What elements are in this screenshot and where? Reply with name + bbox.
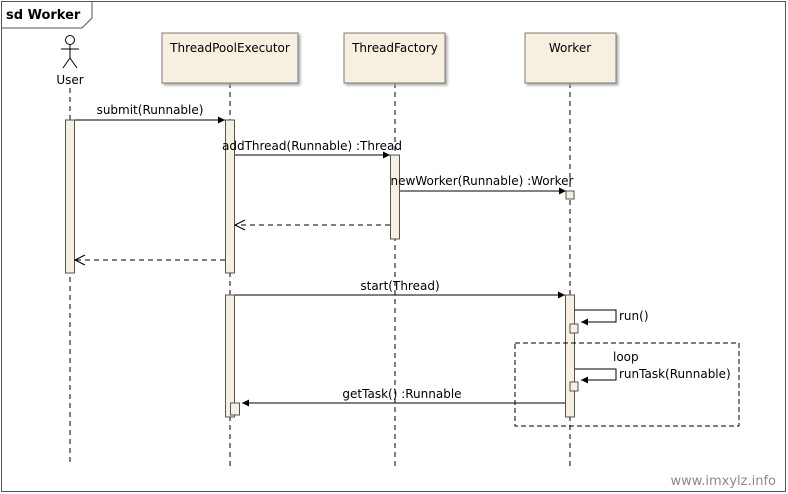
return-thread-arrowhead [233,219,246,231]
worker-box [524,32,617,84]
executor-activation-1 [225,119,235,274]
get-task-label: getTask() :Runnable [342,387,461,401]
loop-label: loop [613,350,639,364]
executor-label: ThreadPoolExecutor [169,41,290,55]
submit-label: submit(Runnable) [97,103,204,117]
factory-box [343,32,446,84]
executor-box [161,32,299,84]
worker-runtask-activation [569,381,579,392]
run-self-arrow [575,309,617,326]
factory-label: ThreadFactory [351,41,438,55]
run-label: run() [619,309,649,323]
start-label: start(Thread) [360,279,439,293]
new-worker-label: newWorker(Runnable) :Worker [391,174,574,188]
worker-activation [565,294,575,418]
loop-fragment [514,342,740,427]
frame-title-tab [1,1,93,29]
user-label: User [56,73,83,87]
factory-activation [390,154,400,240]
user-actor-icon [61,35,79,69]
add-thread-label: addThread(Runnable) :Thread [222,139,402,153]
watermark: www.imxylz.info [671,474,776,489]
user-activation [65,119,75,274]
frame-title: sd Worker [6,8,81,23]
return-user-arrowhead [73,254,86,266]
run-task-self-arrow [575,368,617,384]
worker-run-activation [569,323,579,334]
worker-create-marker [565,190,575,200]
executor-nested-activation [230,402,240,416]
worker-label: Worker [549,41,591,55]
run-task-label: runTask(Runnable) [619,367,731,381]
executor-activation-2 [225,294,235,418]
